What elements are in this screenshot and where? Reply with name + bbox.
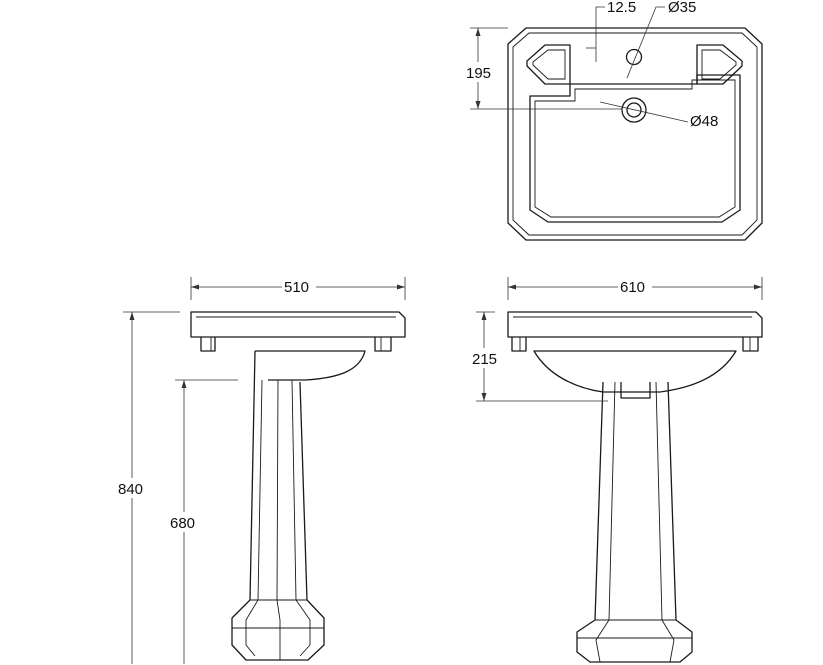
left-tap-ledge [526, 44, 571, 85]
tap-hole [625, 48, 643, 66]
basin-depth-top-label: 195 [466, 65, 491, 82]
front-rim [507, 311, 763, 338]
side-pedestal [231, 350, 325, 661]
right-tap-ledge [696, 44, 743, 85]
front-width-label: 610 [620, 279, 645, 296]
bowl-depth-front-label: 215 [472, 351, 497, 368]
basin-rim-inner-outline [512, 32, 758, 236]
waste-hole-label: Ø48 [690, 113, 718, 130]
plan-view: 12.5 Ø35 Ø48 195 [466, 0, 763, 241]
right-tap-ledge-inner [701, 49, 737, 80]
waste-hole-inner [626, 102, 642, 118]
total-height-label: 840 [118, 481, 143, 498]
side-bowl [255, 350, 366, 381]
basin-outer-outline [507, 27, 763, 241]
front-bowl [533, 350, 737, 393]
tap-hole-label: Ø35 [668, 0, 696, 16]
side-width-label: 510 [284, 279, 309, 296]
front-pedestal [576, 381, 693, 663]
side-rim [190, 311, 406, 338]
bowl-inner-outline [534, 79, 736, 218]
front-view: 610 215 [470, 277, 763, 663]
pedestal-height-label: 680 [170, 515, 195, 532]
bowl-outline [529, 74, 741, 223]
tap-offset-label: 12.5 [607, 0, 636, 16]
side-view: 510 840 680 [116, 277, 406, 664]
waste-hole-outer [621, 97, 647, 123]
left-tap-ledge-inner [532, 49, 566, 80]
